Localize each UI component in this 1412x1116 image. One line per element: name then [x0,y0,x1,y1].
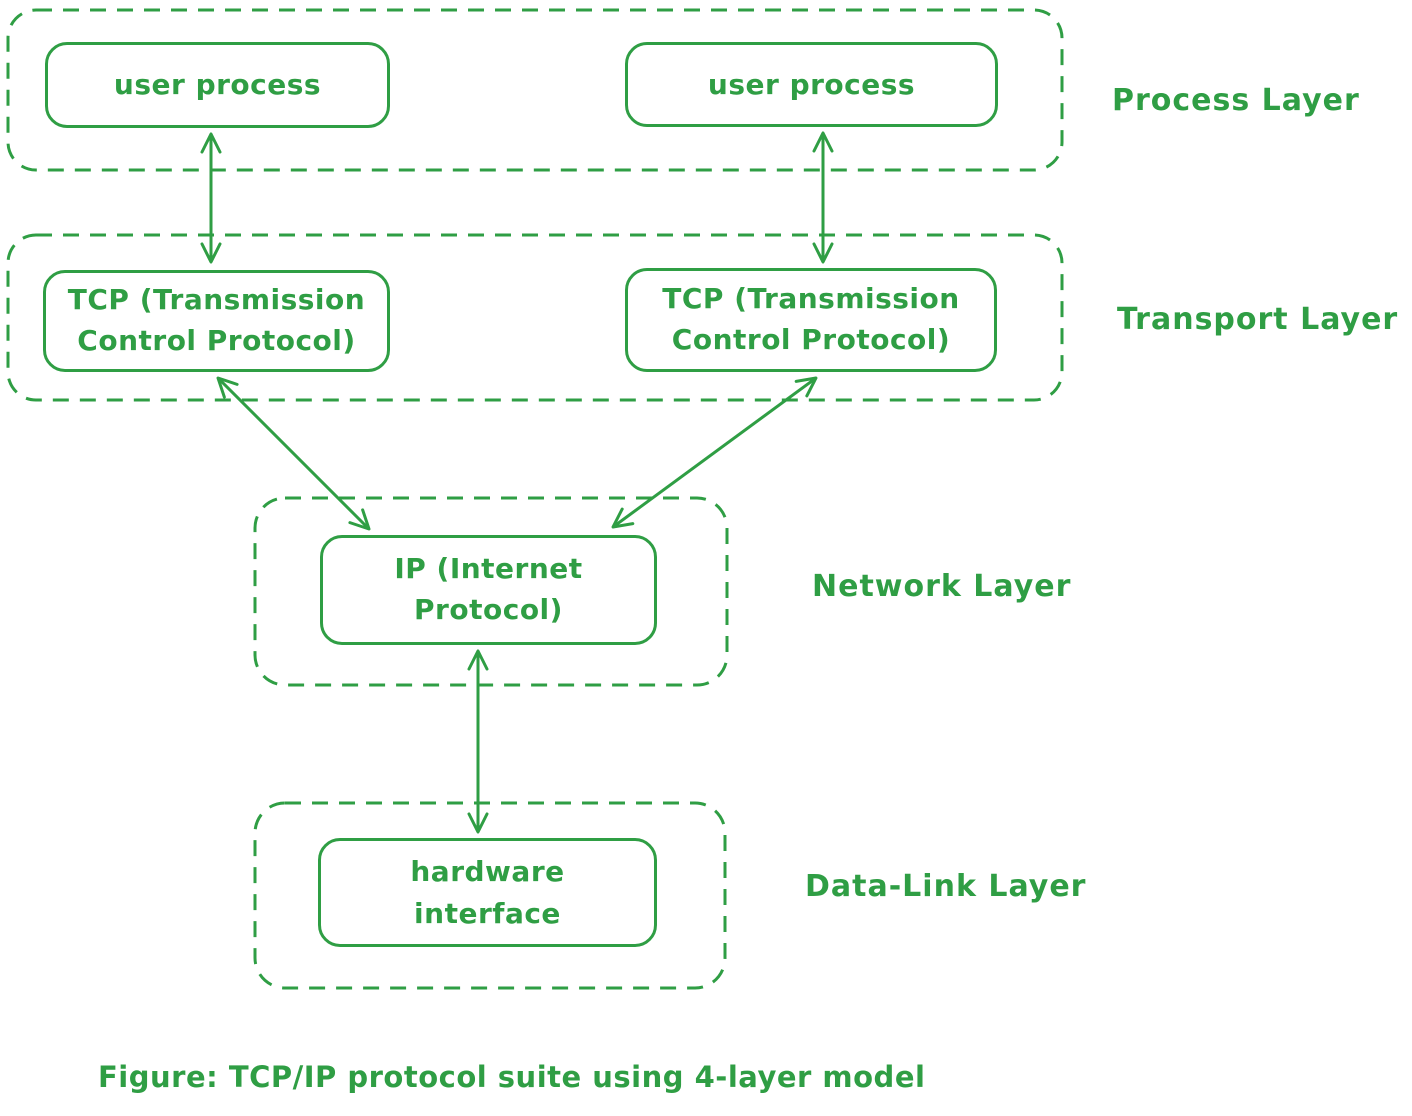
datalink-layer-label: Data-Link Layer [805,869,1087,904]
arrow-tcp-right-ip [611,376,818,529]
process-layer-container [6,8,1064,172]
node-ip-label: IP (Internet Protocol) [394,552,583,626]
node-hardware-interface: hardware interface [318,838,657,947]
node-user-process-left-label: user process [113,68,322,101]
node-user-process-right: user process [625,42,998,127]
network-layer-label: Network Layer [812,569,1072,604]
datalink-layer-container [253,801,727,990]
arrow-tcp-left-ip [216,376,371,531]
process-layer-label: Process Layer [1112,83,1360,118]
transport-layer-label: Transport Layer [1117,302,1399,337]
node-ip: IP (Internet Protocol) [320,535,657,645]
node-tcp-right-label: TCP (Transmission Control Protocol) [662,282,960,356]
network-layer-container [253,496,729,687]
node-tcp-right: TCP (Transmission Control Protocol) [625,268,997,372]
node-user-process-left: user process [45,42,390,128]
node-tcp-left-label: TCP (Transmission Control Protocol) [67,283,366,357]
transport-layer-container [6,233,1064,402]
node-hardware-interface-label: hardware interface [410,854,565,930]
node-user-process-right-label: user process [707,67,916,101]
figure-caption: Figure: TCP/IP protocol suite using 4-la… [98,1060,926,1094]
node-tcp-left: TCP (Transmission Control Protocol) [43,270,390,372]
